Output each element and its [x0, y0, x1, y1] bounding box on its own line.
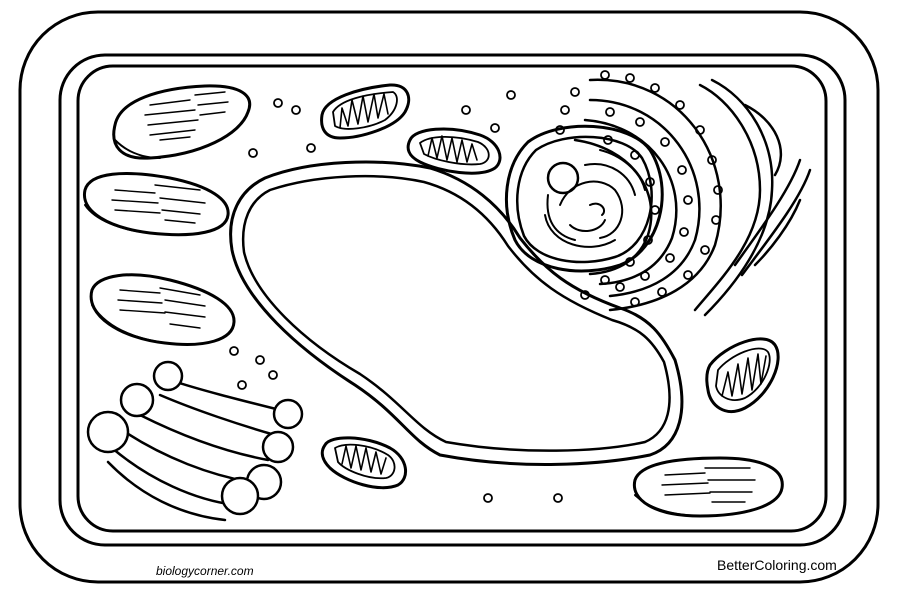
mitochondrion-2: [406, 127, 502, 175]
ribosomes: [229, 90, 563, 503]
nucleolus: [546, 161, 580, 195]
golgi-vesicle: [272, 398, 304, 430]
golgi-vesicle: [152, 360, 184, 392]
chloroplast-4: [632, 456, 784, 518]
chloroplast-2: [83, 172, 230, 237]
ribosomes-on-er: [555, 70, 723, 307]
golgi-vesicle: [261, 430, 295, 464]
cell-membrane: [76, 64, 828, 533]
mitochondrion-1: [320, 83, 411, 140]
smooth-endoplasmic-reticulum: [693, 78, 812, 317]
cell-wall-inner: [58, 53, 847, 547]
rough-endoplasmic-reticulum: [573, 78, 722, 312]
golgi-vesicle: [220, 476, 260, 516]
credit-bettercoloring: BetterColoring.com: [717, 557, 837, 573]
credit-biologycorner: biologycorner.com: [156, 564, 254, 578]
mitochondrion-3: [320, 436, 407, 490]
central-vacuole: [229, 160, 684, 466]
cell-wall-outer: [18, 10, 880, 584]
chloroplast-3: [89, 273, 236, 346]
golgi-vesicle: [119, 382, 155, 418]
golgi-vesicle: [86, 410, 130, 454]
mitochondrion-4: [705, 337, 780, 414]
golgi-apparatus: [86, 360, 304, 522]
chloroplast-1: [112, 84, 252, 160]
